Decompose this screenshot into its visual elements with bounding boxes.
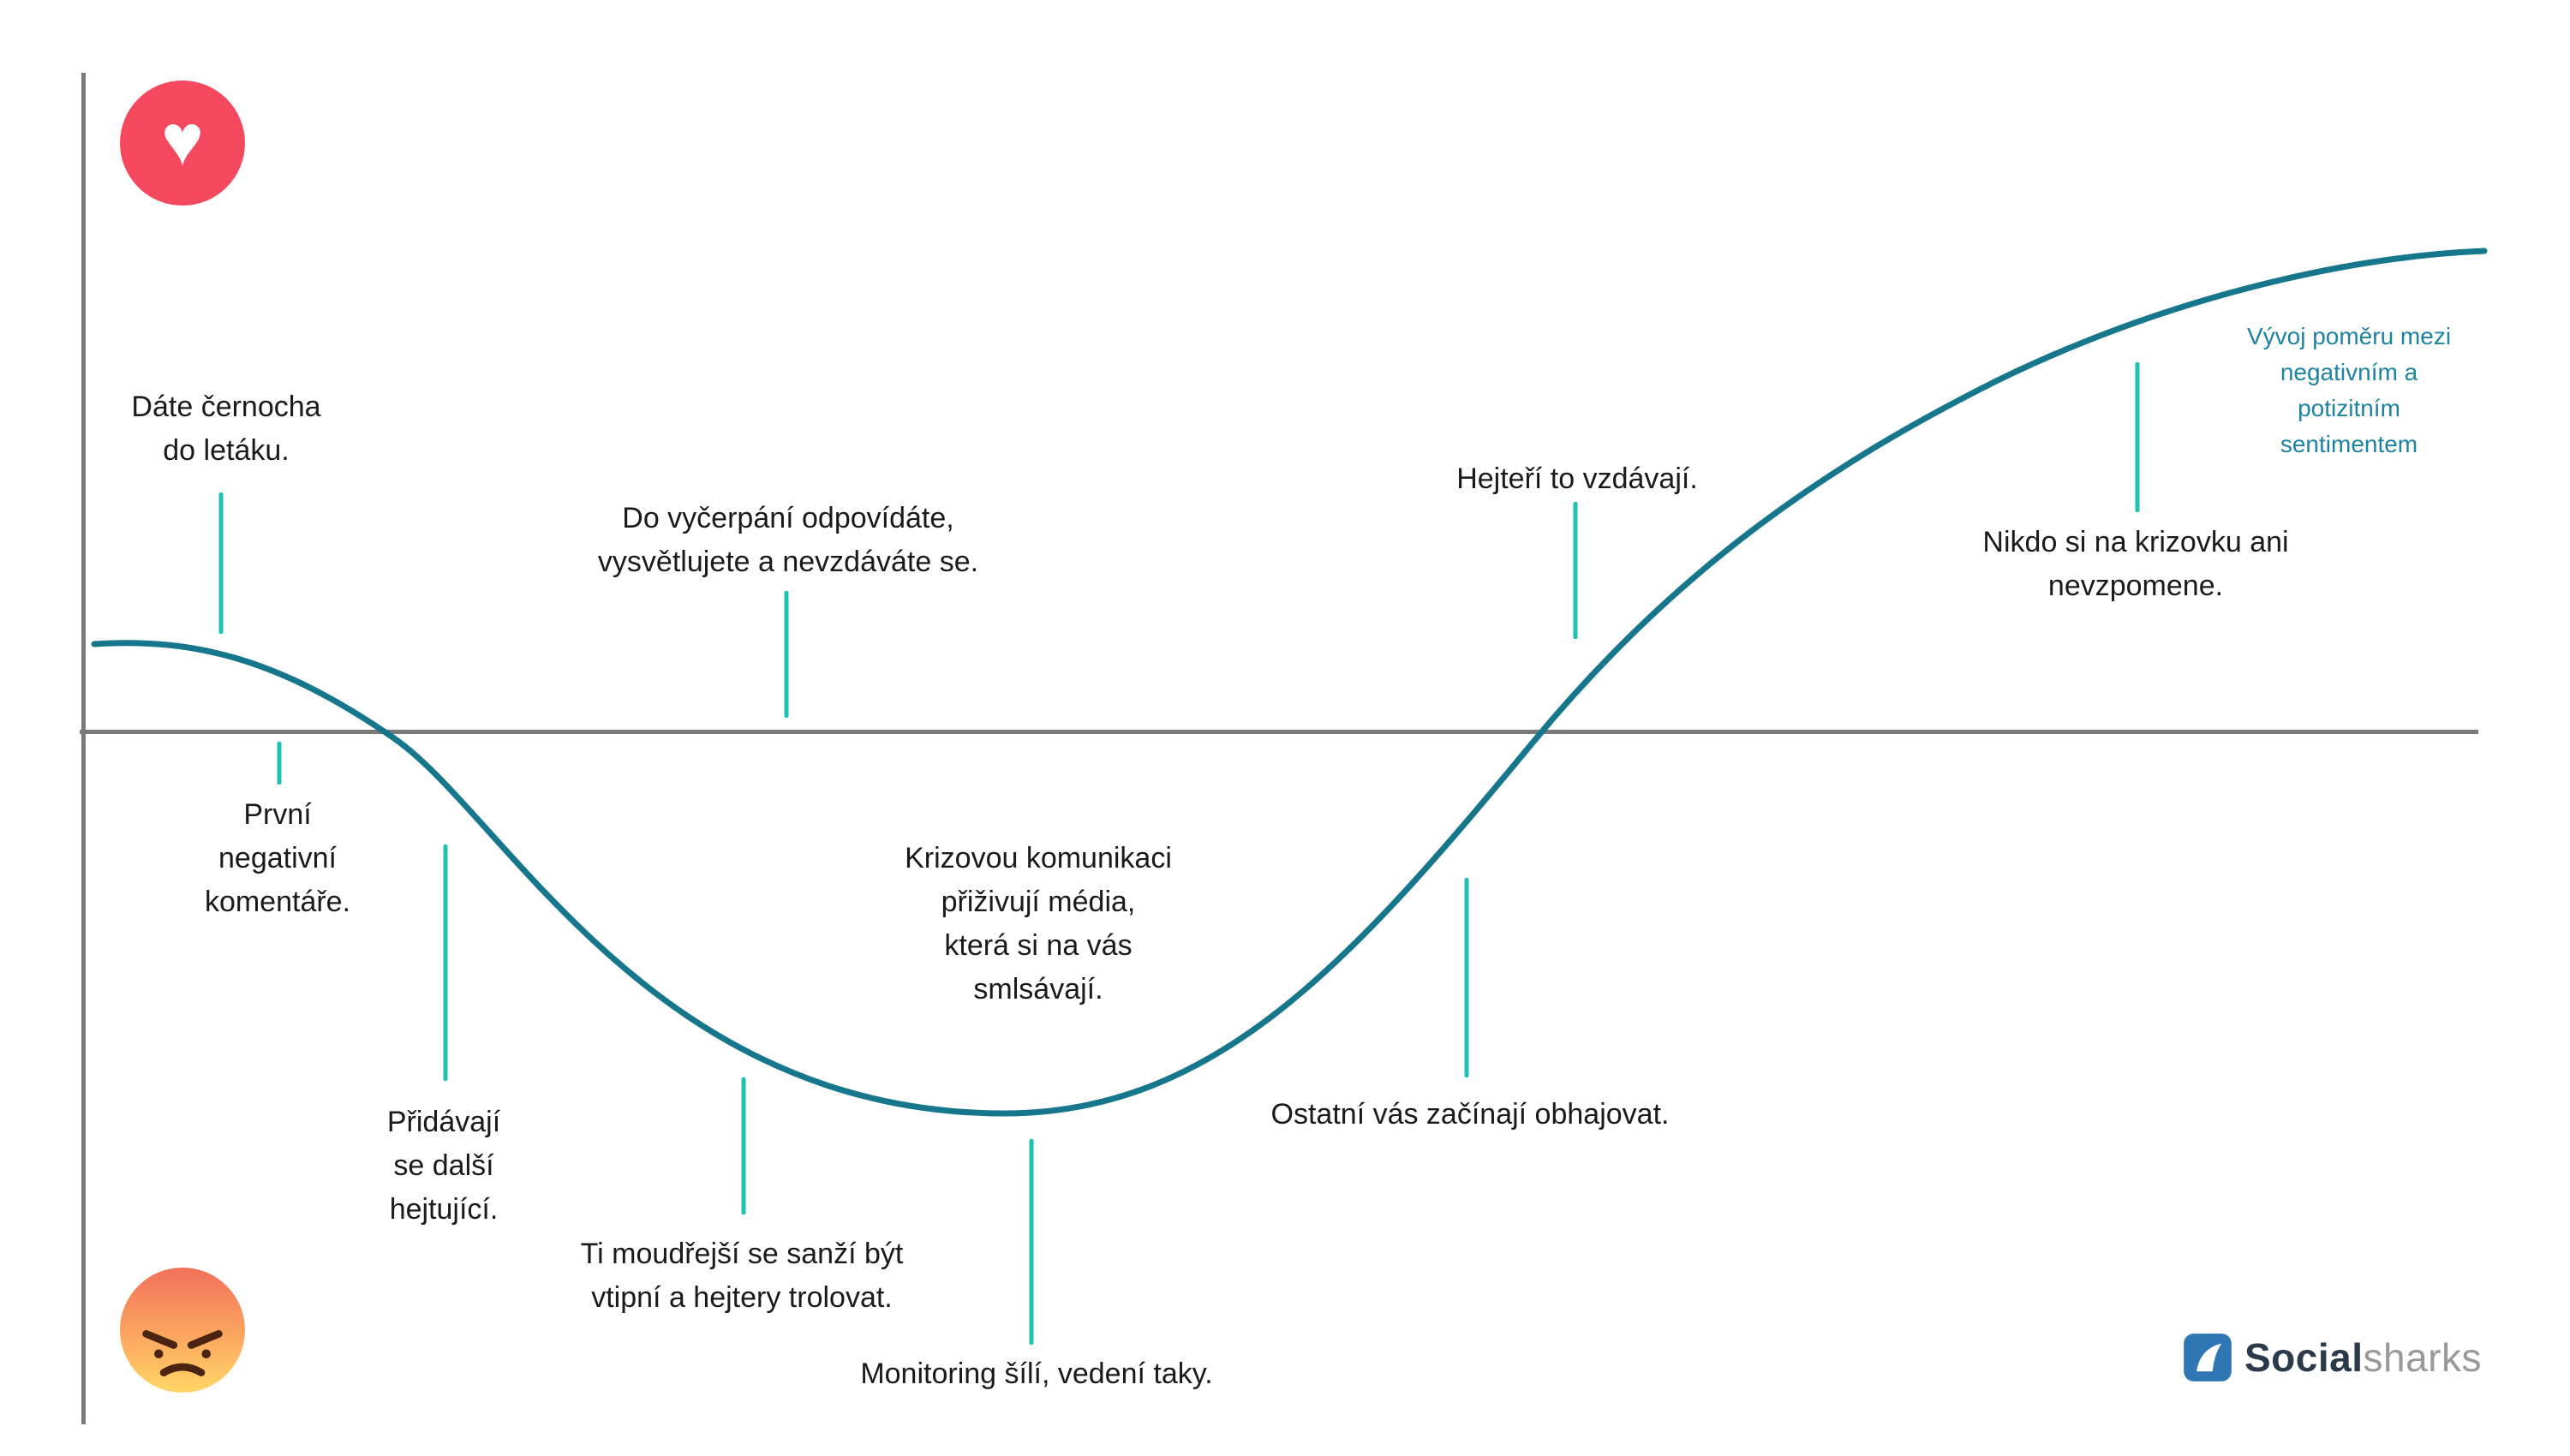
connector-more-haters xyxy=(443,844,448,1081)
connector-flyer xyxy=(218,492,224,634)
sentiment-curve-path xyxy=(91,248,2488,1117)
love-reaction-icon: ♥ xyxy=(120,81,245,206)
socialsharks-fin-icon xyxy=(2184,1334,2232,1381)
connector-trolling xyxy=(741,1077,746,1214)
angry-reaction-icon xyxy=(120,1268,245,1393)
connector-first-comments xyxy=(277,742,282,785)
label-legend-note: Vývoj poměru mezi negativním a potizitní… xyxy=(2246,323,2452,457)
label-defend: Ostatní vás začínají obhajovat. xyxy=(1270,1098,1670,1131)
connector-legend-note xyxy=(2135,362,2140,512)
y-axis-line xyxy=(81,73,86,1424)
label-more-haters: Přidávají se další hejtující. xyxy=(386,1106,501,1226)
label-first-negative-comments: První negativní komentáře. xyxy=(204,798,351,918)
label-flyer: Dáte černocha do letáku. xyxy=(131,391,321,467)
label-respond: Do vyčerpání odpovídáte, vysvětlujete a … xyxy=(597,502,979,578)
connector-defend xyxy=(1464,878,1469,1077)
socialsharks-wordmark: Socialsharks xyxy=(2244,1334,2482,1381)
angry-face-icon xyxy=(120,1268,245,1393)
label-trolling: Ti moudřejší se sanží být vtipní a hejte… xyxy=(580,1238,904,1314)
label-nobody-remembers: Nikdo si na krizovku ani nevzpomene. xyxy=(1982,526,2289,602)
label-media: Krizovou komunikaci přiživují média, kte… xyxy=(905,842,1172,1005)
x-axis-line xyxy=(80,730,2478,734)
label-haters-quit: Hejteří to vzdávají. xyxy=(1456,462,1698,495)
connector-haters-quit xyxy=(1573,502,1578,639)
socialsharks-logo: Socialsharks xyxy=(2183,1333,2482,1382)
connector-monitoring xyxy=(1029,1139,1034,1345)
connector-respond xyxy=(784,591,789,718)
heart-icon: ♥ xyxy=(161,99,204,180)
logo-text-social: Social xyxy=(2244,1335,2364,1380)
logo-text-sharks: sharks xyxy=(2363,1335,2482,1380)
label-monitoring: Monitoring šílí, vedení taky. xyxy=(860,1358,1213,1390)
